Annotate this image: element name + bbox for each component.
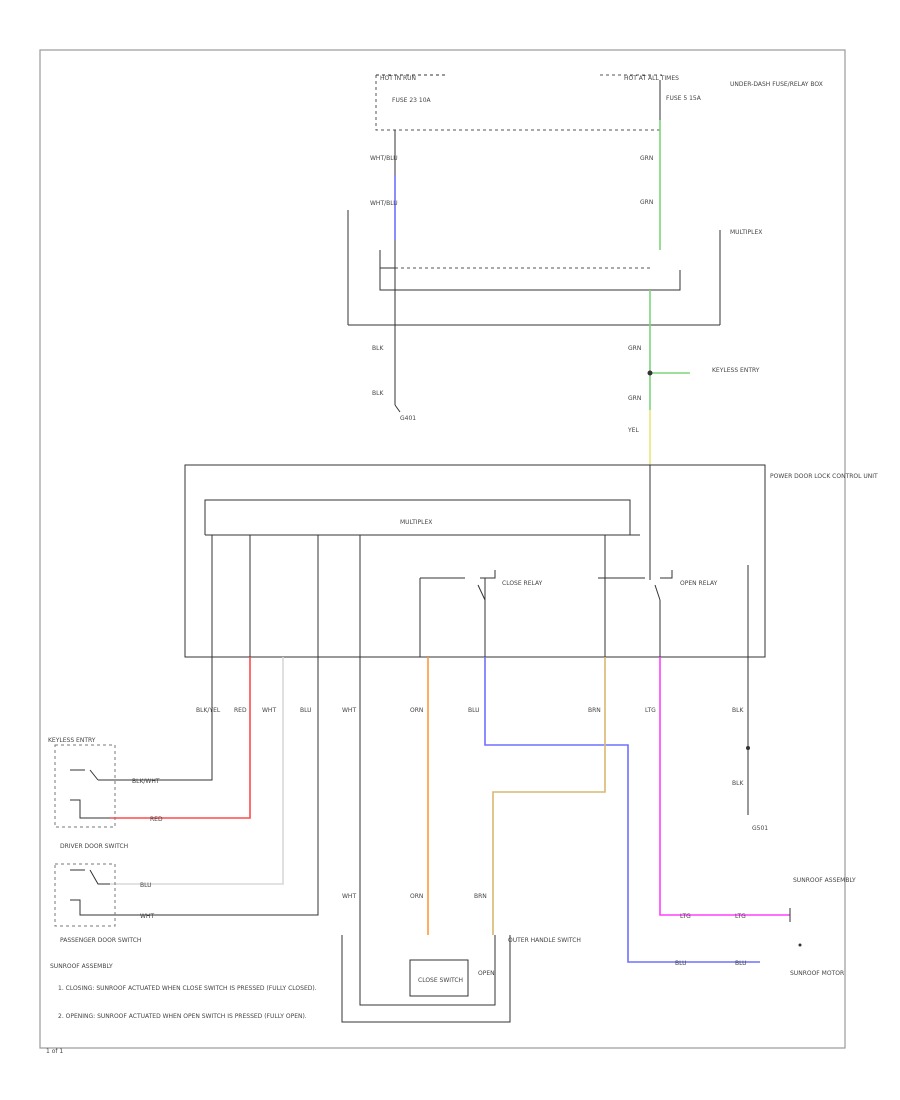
svg-text:ORN: ORN [410,707,423,714]
svg-text:BLK: BLK [732,780,744,787]
svg-text:RED: RED [150,816,163,823]
wire-label-wht-blu: WHT/BLU [370,155,398,162]
ground-top-label: G401 [400,415,416,422]
svg-text:LTG: LTG [680,913,691,920]
underdash-fuse-box: HOT IN RUN HOT AT ALL TIMES FUSE 23 10A … [375,74,823,236]
fuse-right-label: FUSE 5 15A [666,95,702,102]
wire-label-blk-1: BLK [372,345,384,352]
keyless-label-left: KEYLESS ENTRY [48,737,96,744]
svg-text:BLU: BLU [140,882,152,889]
note-title: SUNROOF ASSEMBLY [50,963,113,970]
footer-text: 1 of 1 [46,1048,63,1055]
wire-tan [492,657,606,935]
svg-text:BRN: BRN [474,893,487,900]
multiplex-module [347,210,721,326]
pin-labels: BLK/YEL RED WHT BLU WHT ORN BLU BRN LTG … [196,707,744,787]
driver-door-switch-label: DRIVER DOOR SWITCH [60,843,128,850]
passenger-door-switch: PASSENGER DOOR SWITCH [54,863,141,944]
open-label: OPEN [478,970,495,977]
svg-text:BLU: BLU [300,707,312,714]
close-switch-label: CLOSE SWITCH [418,977,463,984]
underhood-box-label: UNDER-DASH FUSE/RELAY BOX [730,81,823,88]
note-1: 1. CLOSING: SUNROOF ACTUATED WHEN CLOSE … [58,985,317,992]
sunroof-switch-block: CLOSE SWITCH OPEN OUTER HANDLE SWITCH [341,935,581,1023]
ground-bottom-label: G501 [752,825,768,832]
hot-run-label: HOT IN RUN [380,75,416,82]
close-relay-label: CLOSE RELAY [502,580,543,587]
control-unit-box: MULTIPLEX POWER DOOR LOCK CONTROL UNIT [184,464,878,658]
svg-text:BLK: BLK [732,707,744,714]
wire-red [110,657,251,819]
control-unit-multiplex-label: MULTIPLEX [400,519,432,526]
fuse-left-label: FUSE 23 10A [392,97,432,104]
wire-label-grn-3: GRN [628,345,641,352]
svg-text:BLU: BLU [468,707,480,714]
svg-text:BLU: BLU [675,960,687,967]
driver-door-switch: DRIVER DOOR SWITCH KEYLESS ENTRY [48,737,128,850]
sunroof-motor-label: SUNROOF MOTOR [790,970,844,977]
svg-text:WHT: WHT [262,707,276,714]
svg-text:LTG: LTG [645,707,656,714]
passenger-door-switch-label: PASSENGER DOOR SWITCH [60,937,141,944]
svg-text:ORN: ORN [410,893,423,900]
wire-blue [484,657,760,963]
open-relay-label: OPEN RELAY [680,580,718,587]
svg-text:BLK/YEL: BLK/YEL [196,707,221,714]
wire-label-grn-4: GRN [628,395,641,402]
svg-text:BLK/WHT: BLK/WHT [132,778,160,785]
wire-label-grn-2: GRN [640,199,653,206]
svg-text:RED: RED [234,707,247,714]
wire-pin1 [110,657,213,781]
control-unit-internals: CLOSE RELAY OPEN RELAY [211,465,749,657]
wire-magenta [659,657,790,916]
multiplex-label: MULTIPLEX [730,229,762,236]
wire-label-grn-1: GRN [640,155,653,162]
keyless-entry-label: KEYLESS ENTRY [712,367,760,374]
wire-label-blk-2: BLK [372,390,384,397]
control-unit-label: POWER DOOR LOCK CONTROL UNIT [770,473,878,480]
diagram-frame [39,49,846,1049]
hot-at-all-times-label: HOT AT ALL TIMES [624,75,679,82]
notes-block: SUNROOF ASSEMBLY 1. CLOSING: SUNROOF ACT… [50,963,317,1020]
wire-light [110,657,284,885]
sunroof-assembly: SUNROOF ASSEMBLY SUNROOF MOTOR [789,877,856,977]
splice-dot [647,370,653,376]
note-2: 2. OPENING: SUNROOF ACTUATED WHEN OPEN S… [58,1013,307,1020]
svg-text:BLU: BLU [735,960,747,967]
svg-text:WHT: WHT [140,913,154,920]
sunroof-assembly-label: SUNROOF ASSEMBLY [793,877,856,884]
svg-text:BRN: BRN [588,707,601,714]
svg-text:WHT: WHT [342,893,356,900]
wire-label-yel: YEL [627,427,639,434]
wire-pin4 [110,657,319,916]
svg-text:WHT: WHT [342,707,356,714]
sunroof-switch-label: OUTER HANDLE SWITCH [508,937,581,944]
svg-text:LTG: LTG [735,913,746,920]
wire-label-wht-blu-2: WHT/BLU [370,200,398,207]
